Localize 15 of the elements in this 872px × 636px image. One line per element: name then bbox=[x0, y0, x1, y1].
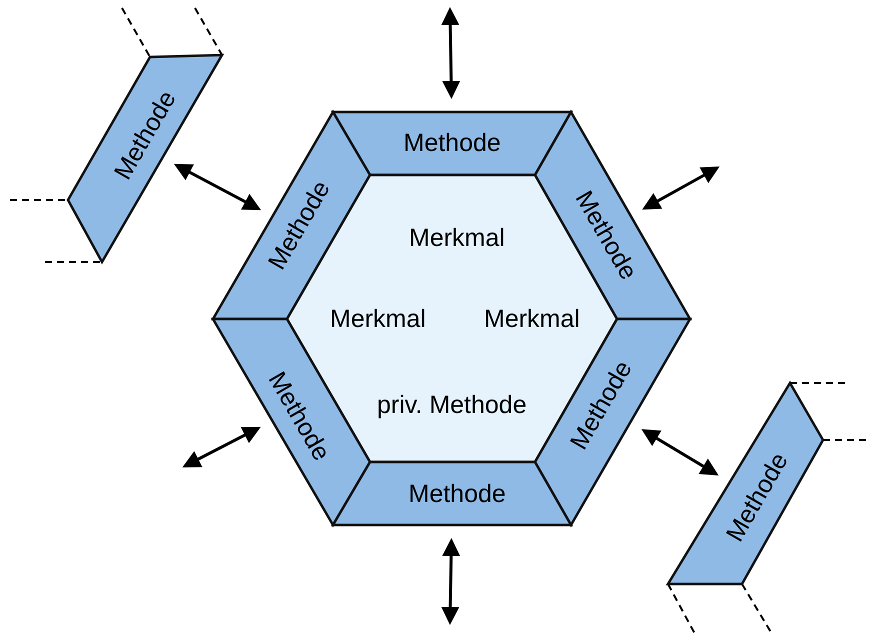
double-arrow bbox=[641, 429, 719, 476]
double-arrow bbox=[441, 7, 460, 99]
double-arrow bbox=[642, 166, 720, 210]
method-label: Methode bbox=[404, 130, 501, 156]
double-arrow bbox=[182, 426, 261, 468]
method-segment bbox=[333, 462, 571, 525]
feature-label: Merkmal bbox=[409, 226, 505, 250]
double-arrow bbox=[174, 164, 262, 210]
feature-label: Merkmal bbox=[484, 306, 580, 332]
method-label: Methode bbox=[408, 482, 506, 506]
double-arrow bbox=[441, 538, 460, 625]
detached-method-segment bbox=[68, 55, 222, 262]
feature-label: Merkmal bbox=[330, 306, 426, 332]
detached-method-segment bbox=[668, 383, 823, 584]
feature-label: priv. Methode bbox=[377, 392, 527, 418]
